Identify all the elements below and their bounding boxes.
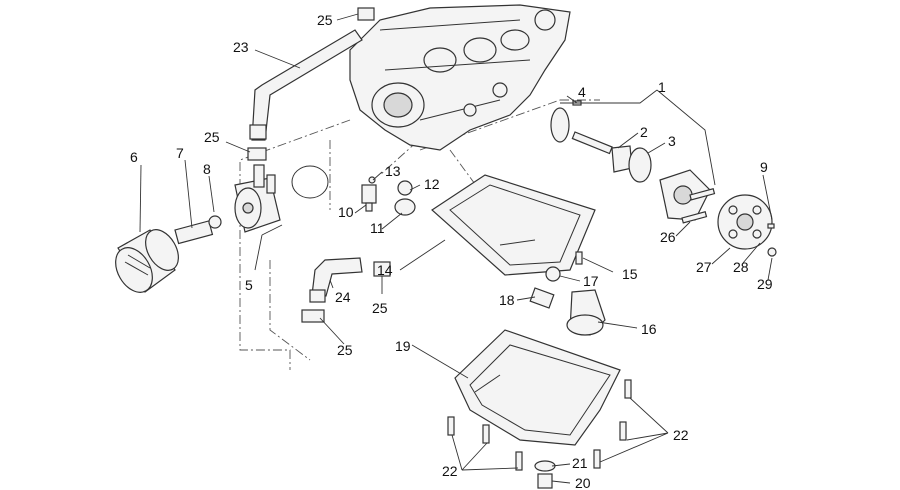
callout-25-cooler: 25 xyxy=(204,129,220,145)
callout-27: 27 xyxy=(696,259,712,275)
oil-sump xyxy=(454,329,621,446)
oil-pan-gasket xyxy=(431,174,596,276)
callout-6: 6 xyxy=(130,149,138,165)
callout-11: 11 xyxy=(370,220,385,236)
callout-15: 15 xyxy=(622,266,638,282)
callout-26: 26 xyxy=(660,229,676,245)
crankcase xyxy=(349,4,571,151)
drain-plug xyxy=(534,460,556,489)
callout-19: 19 xyxy=(395,338,411,354)
callout-16: 16 xyxy=(641,321,657,337)
callout-20: 20 xyxy=(575,475,591,490)
callout-12: 12 xyxy=(424,176,440,192)
oil-pressure-switch xyxy=(361,176,416,216)
plug-and-screw xyxy=(545,251,583,282)
callout-28: 28 xyxy=(733,259,749,275)
filter-nipple xyxy=(174,215,222,245)
callout-2: 2 xyxy=(640,124,648,140)
callout-29: 29 xyxy=(757,276,773,292)
oil-strainer xyxy=(529,287,606,336)
hose-clamps xyxy=(247,7,391,323)
oil-cooler xyxy=(234,164,281,233)
callout-8: 8 xyxy=(203,161,211,177)
callout-22-right: 22 xyxy=(673,427,689,443)
callout-10: 10 xyxy=(338,204,354,220)
callout-7: 7 xyxy=(176,145,184,161)
oil-filter xyxy=(115,229,179,293)
callout-25-bottom: 25 xyxy=(337,342,353,358)
leader-lines xyxy=(139,13,773,484)
oil-pipe xyxy=(309,257,363,303)
callout-18: 18 xyxy=(499,292,515,308)
oil-pump-gear xyxy=(717,194,777,257)
callout-23: 23 xyxy=(233,39,249,55)
callout-22-left: 22 xyxy=(442,463,458,479)
sump-bolts xyxy=(447,379,632,471)
oil-pump-assembly xyxy=(550,100,716,224)
callout-25-top: 25 xyxy=(317,12,333,28)
callout-13: 13 xyxy=(385,163,401,179)
callout-17: 17 xyxy=(583,273,599,289)
callout-21: 21 xyxy=(572,455,588,471)
o-ring xyxy=(291,165,329,199)
callout-4: 4 xyxy=(578,84,586,100)
oil-hose xyxy=(249,29,363,141)
callout-9: 9 xyxy=(760,159,768,175)
callout-14: 14 xyxy=(377,262,393,278)
callout-labels: 1 2 3 4 5 6 7 8 9 10 11 12 13 14 15 16 1… xyxy=(130,12,773,490)
callout-1: 1 xyxy=(658,79,666,95)
callout-24: 24 xyxy=(335,289,351,305)
callout-5: 5 xyxy=(245,277,253,293)
callout-25-pipe: 25 xyxy=(372,300,388,316)
callout-3: 3 xyxy=(668,133,676,149)
